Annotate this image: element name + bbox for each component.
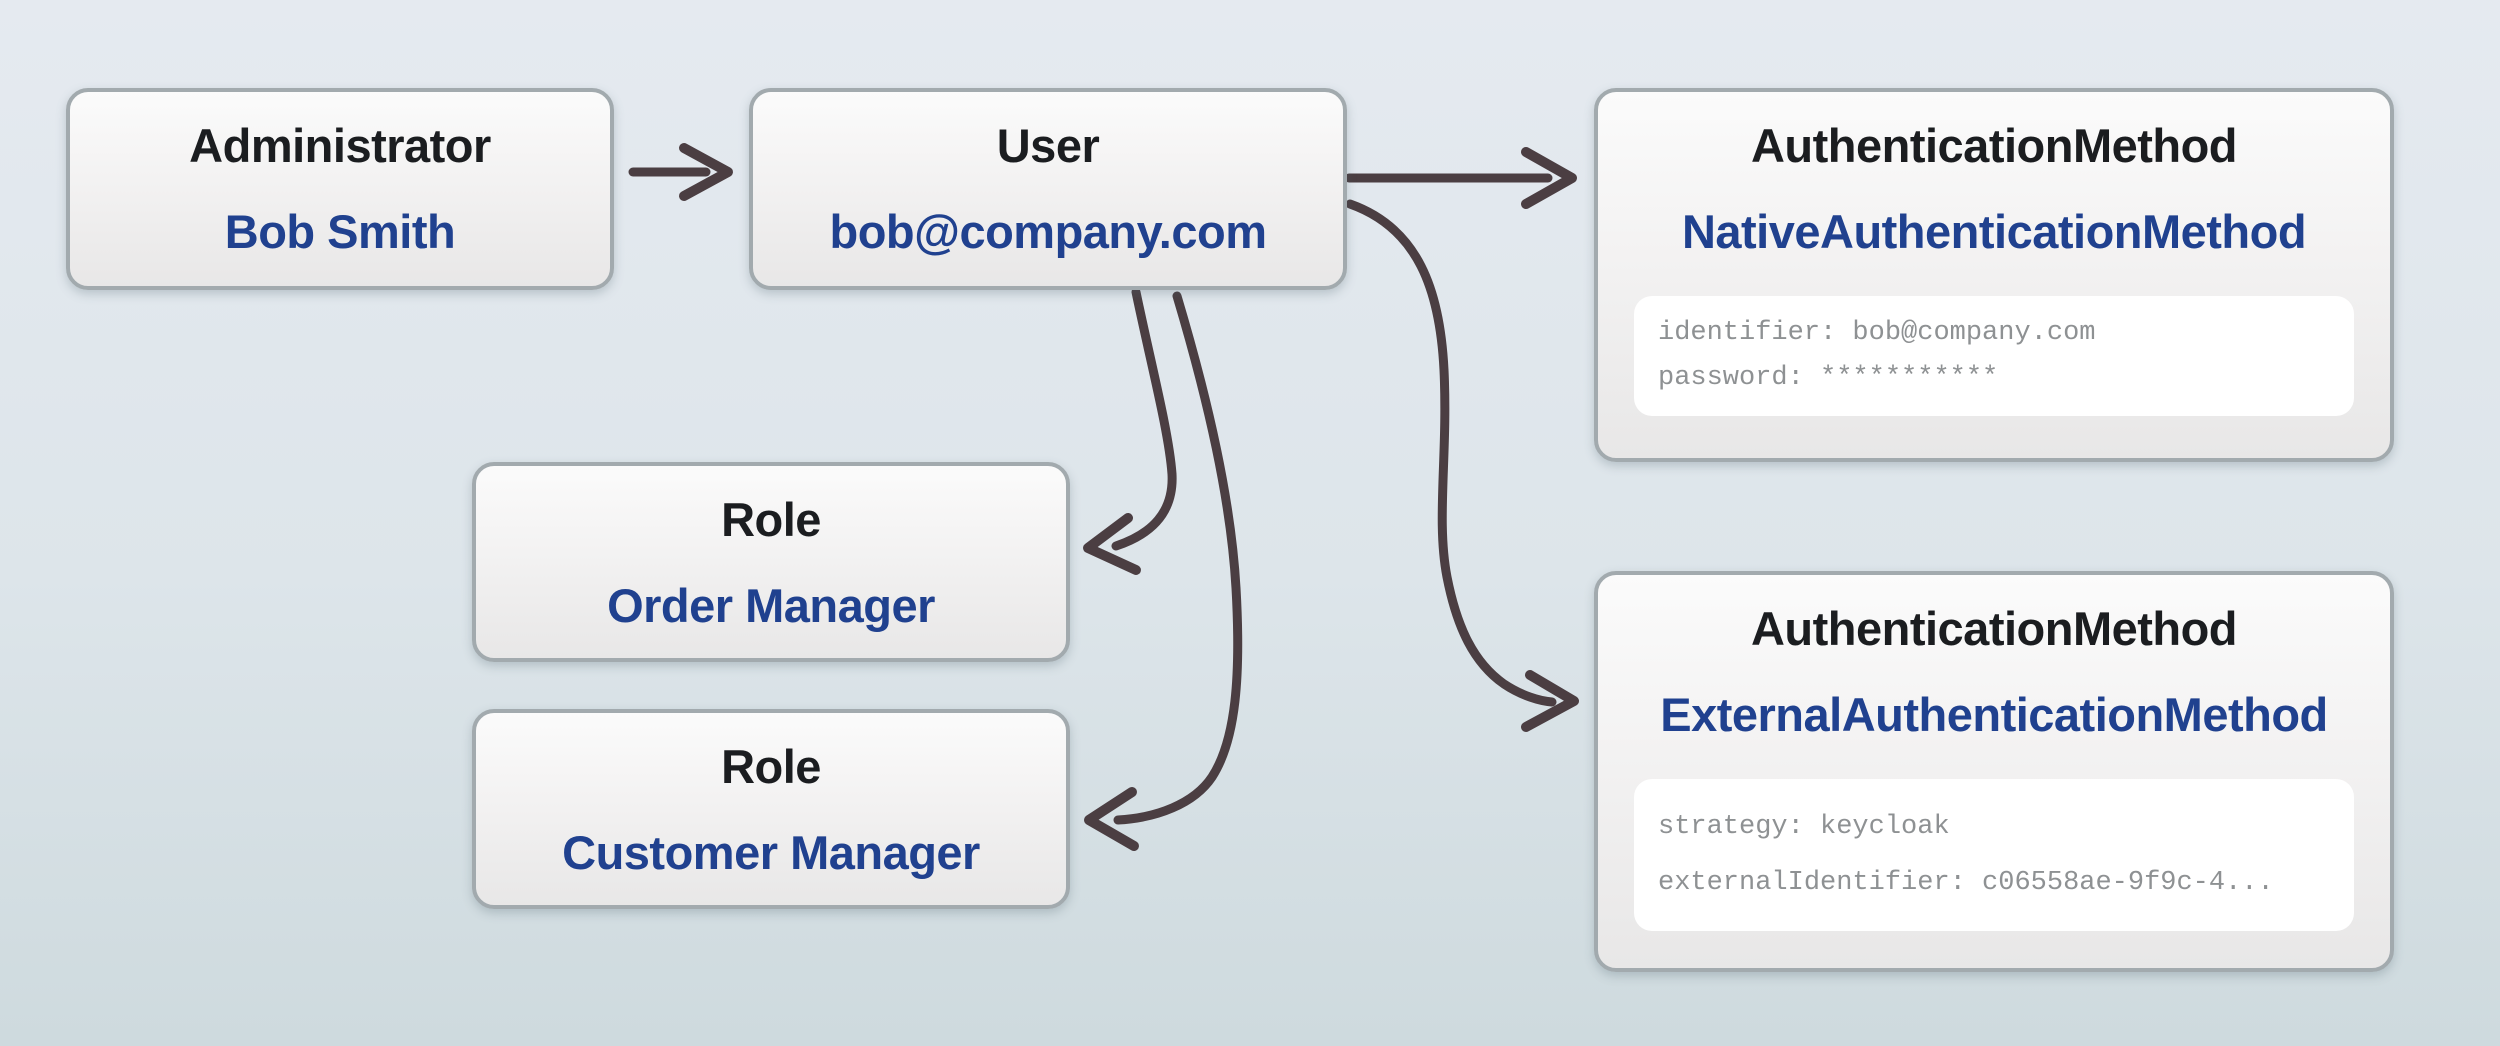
edge-user-to-native-authentication-method	[1344, 147, 1577, 209]
node-instance-label: ExternalAuthenticationMethod	[1660, 688, 2328, 741]
attribute-identifier: identifier: bob@company.com	[1658, 318, 2096, 348]
node-type-label: AuthenticationMethod	[1750, 119, 2238, 172]
node-type-label: User	[996, 119, 1100, 172]
node-instance-label: Customer Manager	[562, 826, 980, 879]
attributes-panel: strategy: keycloak externalIdentifier: c…	[1634, 779, 2354, 931]
attribute-external-identifier: externalIdentifier: c06558ae-9f9c-4...	[1658, 868, 2274, 898]
attribute-password: password: ***********	[1658, 363, 1999, 393]
node-type-label: Role	[721, 493, 821, 546]
node-type-label: AuthenticationMethod	[1750, 602, 2238, 655]
node-external-authentication-method: AuthenticationMethod ExternalAuthenticat…	[1594, 571, 2394, 972]
attribute-strategy: strategy: keycloak	[1658, 812, 1950, 842]
node-native-authentication-method: AuthenticationMethod NativeAuthenticatio…	[1594, 88, 2394, 462]
attributes-panel: identifier: bob@company.com password: **…	[1634, 296, 2354, 416]
node-role-customer-manager: Role Customer Manager	[472, 709, 1070, 909]
node-instance-label: Bob Smith	[224, 205, 456, 258]
edge-user-to-external-authentication-method	[1345, 199, 1579, 732]
node-instance-label: bob@company.com	[829, 205, 1267, 258]
edge-user-to-role-customer-manager	[1084, 291, 1243, 851]
node-type-label: Administrator	[189, 119, 491, 172]
edge-administrator-to-user	[628, 143, 733, 201]
node-instance-label: Order Manager	[607, 579, 935, 632]
node-user: User bob@company.com	[749, 88, 1347, 290]
node-type-label: Role	[721, 740, 821, 793]
node-administrator: Administrator Bob Smith	[66, 88, 614, 290]
node-instance-label: NativeAuthenticationMethod	[1681, 205, 2307, 258]
edge-user-to-role-order-manager	[1083, 287, 1177, 575]
node-role-order-manager: Role Order Manager	[472, 462, 1070, 662]
